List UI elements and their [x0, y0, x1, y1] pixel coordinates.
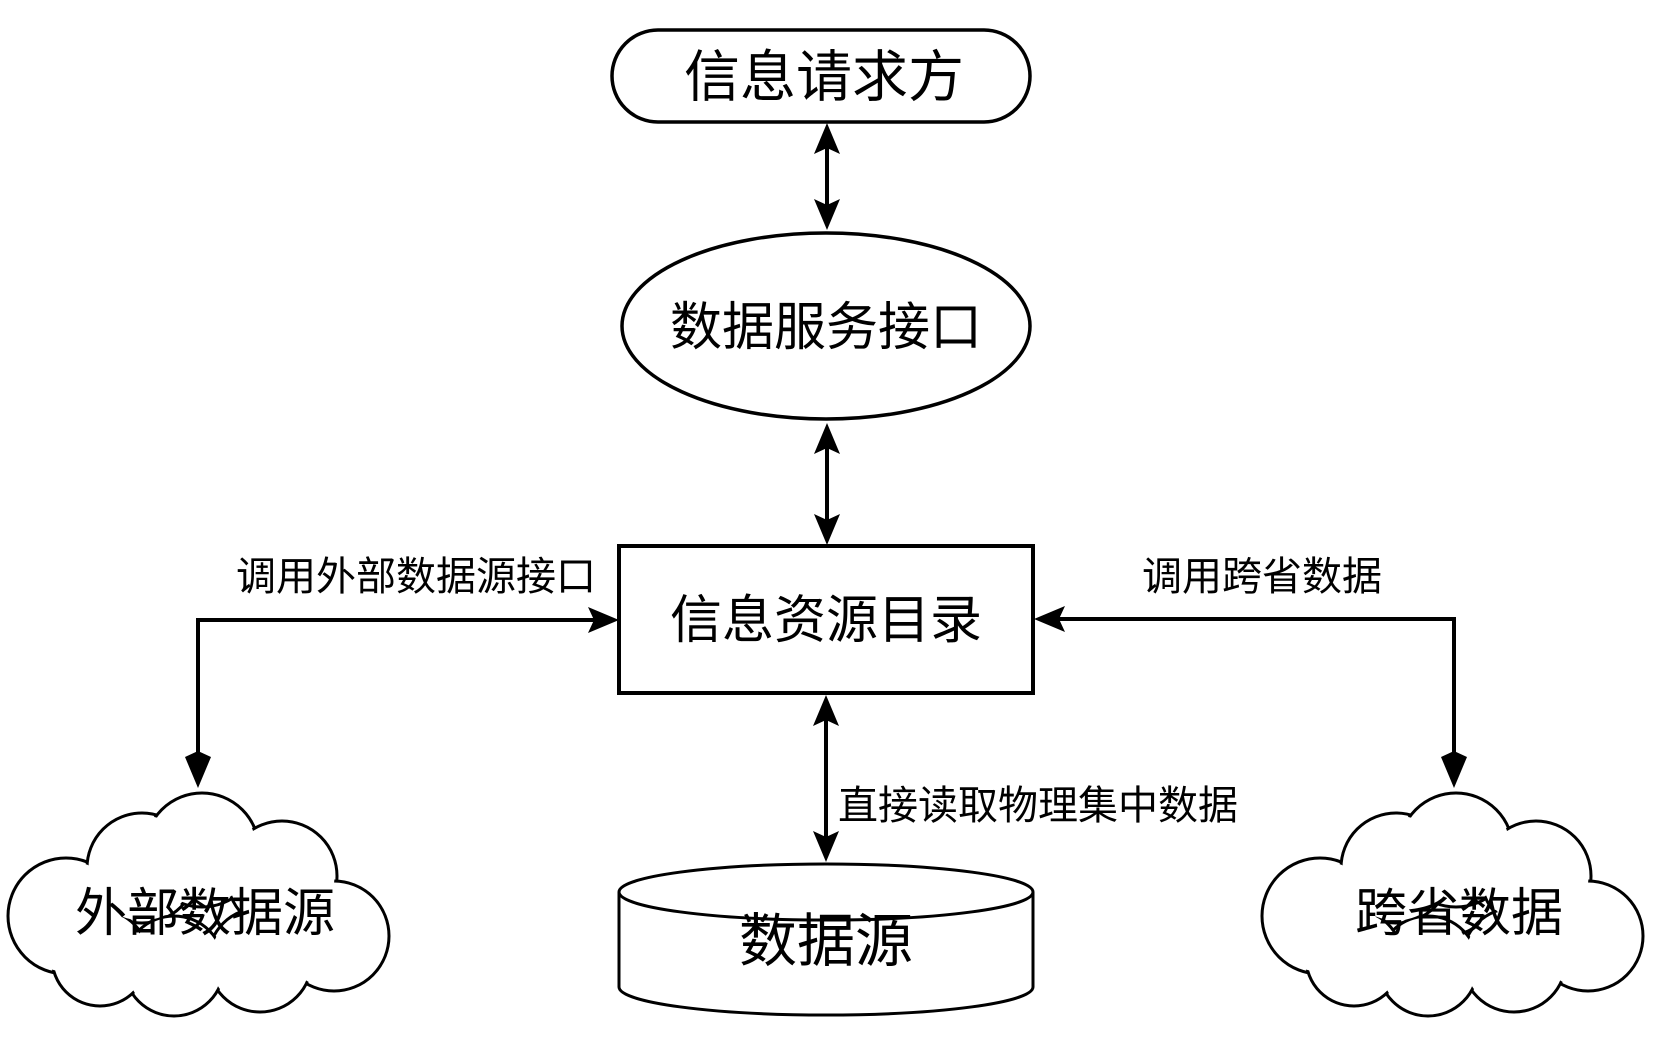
node-external-data-source-label: 外部数据源 [75, 884, 335, 944]
node-data-source-label: 数据源 [739, 907, 913, 975]
edge-requester-service [814, 123, 840, 230]
node-service-interface-label: 数据服务接口 [670, 298, 982, 358]
arrow-down-icon [813, 831, 839, 862]
arrow-down-icon [814, 199, 840, 230]
arrow-up-icon [814, 423, 840, 454]
node-cross-province-data-label: 跨省数据 [1355, 884, 1563, 944]
node-requester: 信息请求方 [610, 28, 1032, 124]
node-service-interface: 数据服务接口 [620, 231, 1032, 421]
arrow-up-icon [813, 695, 839, 726]
cylinder-rim [617, 891, 1035, 922]
edge-label-call-cross-province: 调用跨省数据 [1142, 554, 1382, 600]
edge-external-catalog [185, 607, 619, 788]
edge-catalog-datasource [813, 695, 839, 862]
node-requester-label: 信息请求方 [684, 46, 964, 111]
arrow-right-icon [588, 607, 619, 633]
arrow-down-icon [185, 751, 211, 788]
edge-service-catalog [814, 423, 840, 545]
node-external-data-source: 外部数据源 [6, 791, 391, 1018]
node-data-source: 数据源 [617, 862, 1035, 1017]
arrow-down-icon [814, 514, 840, 545]
node-resource-catalog: 信息资源目录 [617, 544, 1035, 695]
edge-label-direct-read: 直接读取物理集中数据 [838, 783, 1238, 829]
node-resource-catalog-label: 信息资源目录 [670, 591, 982, 651]
edge-cross-catalog [1034, 606, 1467, 788]
arrow-up-icon [814, 123, 840, 154]
arrow-down-icon [1441, 751, 1467, 788]
node-cross-province-data: 跨省数据 [1260, 791, 1645, 1018]
arrow-left-icon [1034, 606, 1065, 632]
edge-label-call-external: 调用外部数据源接口 [236, 554, 596, 600]
